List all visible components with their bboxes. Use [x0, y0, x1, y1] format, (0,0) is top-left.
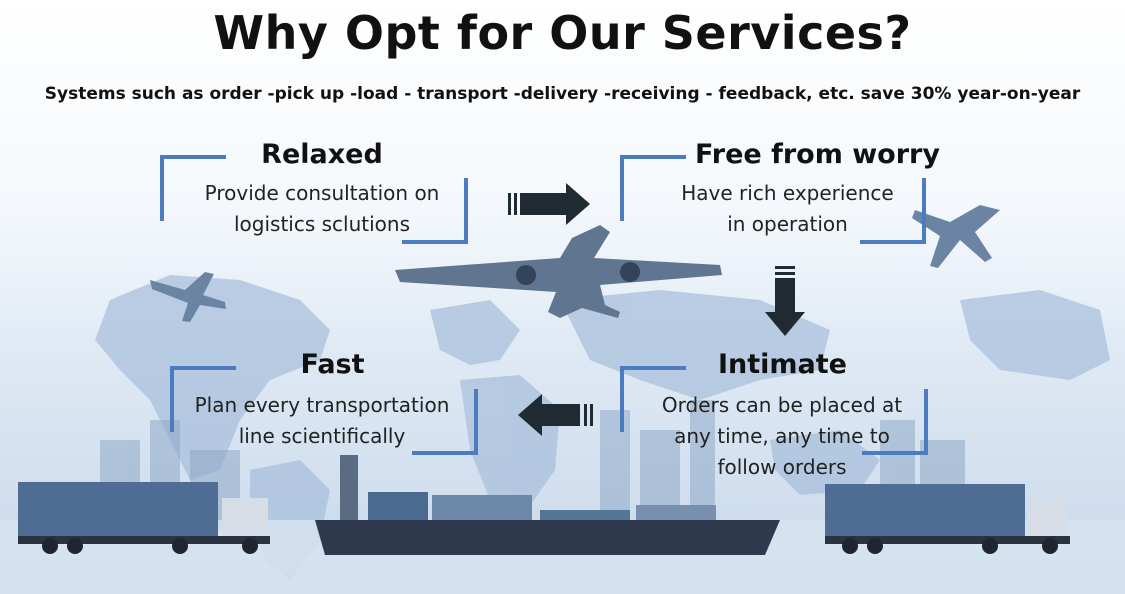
arrow-right-icon: [508, 183, 590, 225]
card-heading-relaxed: Relaxed: [261, 139, 383, 170]
card-heading-intimate: Intimate: [717, 349, 847, 380]
cargo-ship-icon: [315, 455, 780, 555]
card-bracket-bottom-right: [402, 178, 468, 244]
page-title: Why Opt for Our Services?: [213, 6, 912, 60]
card-bracket-top-left: [160, 155, 226, 221]
card-line: Orders can be placed at: [661, 393, 903, 417]
card-bracket-bottom-right: [860, 178, 926, 244]
airplane-icon: [395, 225, 722, 318]
card-bracket-bottom-right: [412, 389, 478, 455]
card-bracket-top-left: [170, 366, 236, 432]
card-line: in operation: [727, 212, 848, 236]
card-line: any time, any time to: [674, 424, 890, 448]
card-line: Have rich experience: [681, 181, 894, 205]
card-text-intimate: Orders can be placed at any time, any ti…: [634, 390, 930, 483]
arrow-left-icon: [518, 394, 593, 436]
airplane-icon: [912, 205, 1000, 268]
card-bracket-top-left: [620, 366, 686, 432]
container-truck-icon: [18, 482, 270, 554]
airplane-icon: [150, 272, 226, 322]
card-text-fast: Plan every transportation line scientifi…: [180, 390, 464, 452]
card-line: logistics sclutions: [233, 212, 410, 236]
card-line: Provide consultation on: [204, 181, 440, 205]
card-bracket-top-left: [620, 155, 686, 221]
container-truck-icon: [825, 484, 1070, 554]
card-line: follow orders: [717, 455, 847, 479]
card-text-free-from-worry: Have rich experience in operation: [640, 178, 935, 240]
card-line: line scientifically: [238, 424, 406, 448]
card-line: Plan every transportation: [194, 393, 450, 417]
card-heading-fast: Fast: [300, 349, 365, 380]
card-bracket-bottom-right: [862, 389, 928, 455]
card-heading-free-from-worry: Free from worry: [695, 139, 940, 170]
card-text-relaxed: Provide consultation on logistics scluti…: [180, 178, 464, 240]
arrow-down-icon: [765, 266, 805, 336]
page-subtitle: Systems such as order -pick up -load - t…: [44, 84, 1081, 104]
